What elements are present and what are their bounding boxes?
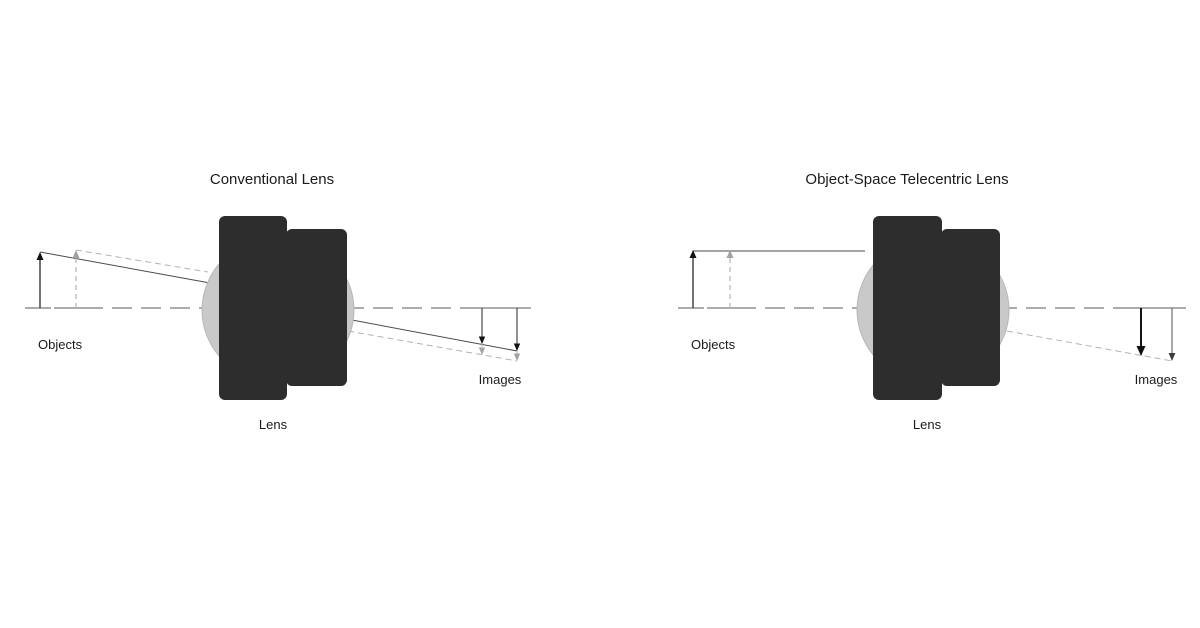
objects-label: Objects xyxy=(691,337,736,352)
object-arrowhead-dashed xyxy=(72,250,80,258)
object-arrowhead-solid xyxy=(689,250,697,258)
image-arrowhead-dashed xyxy=(513,353,521,361)
diagram-title: Object-Space Telecentric Lens xyxy=(805,171,1008,188)
images-label: Images xyxy=(479,372,522,387)
image-arrowhead-solid xyxy=(513,343,521,351)
object-arrowhead-dashed xyxy=(726,250,734,258)
lens-barrel-front xyxy=(873,216,942,400)
ray-solid xyxy=(351,319,518,352)
image-arrowhead-bold xyxy=(1136,346,1146,356)
lens-barrel-back xyxy=(286,229,347,386)
image-arrowhead-solid xyxy=(478,336,486,344)
ray-dashed xyxy=(347,330,518,362)
lens-label: Lens xyxy=(913,417,942,432)
ray-solid xyxy=(39,251,211,284)
objects-label: Objects xyxy=(38,337,83,352)
ray-dashed xyxy=(1006,330,1173,362)
lens-barrel-front xyxy=(219,216,287,400)
diagram-title: Conventional Lens xyxy=(210,171,334,188)
image-arrowhead-dashed xyxy=(478,347,486,355)
ray-dashed xyxy=(75,249,209,273)
image-arrowhead-gray xyxy=(1168,353,1176,361)
images-label: Images xyxy=(1135,372,1178,387)
lens-label: Lens xyxy=(259,417,288,432)
lens-barrel-back xyxy=(941,229,1000,386)
object-arrowhead-solid xyxy=(36,252,44,260)
